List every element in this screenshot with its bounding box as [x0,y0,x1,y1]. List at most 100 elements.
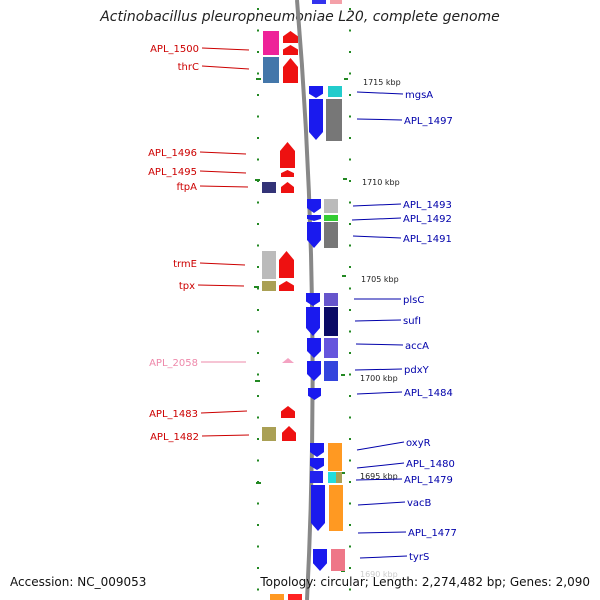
gene-leader-line [356,91,404,95]
gene-arrow [279,281,294,291]
gene-leader-line [352,235,402,239]
ruler-tick [349,373,351,376]
gene-arrow [283,58,298,83]
ruler-tick [257,223,259,225]
gene-arrow [307,199,321,213]
gene-label: APL_1479 [404,475,453,486]
gene-block [324,361,338,381]
gene-arrow [307,338,321,358]
gene-label: APL_1491 [403,234,452,245]
gene-block [263,31,279,55]
ruler-tick [257,51,259,53]
gene-leader-line [201,434,250,437]
ruler-major-tick [255,380,260,382]
gene-label: thrC [178,62,199,73]
gene-block [270,594,284,600]
gene-label: oxyR [406,438,431,449]
ruler-tick [257,94,259,96]
gene-label: APL_1483 [149,409,198,420]
gene-block [328,443,342,471]
gene-block [324,199,338,213]
gene-arrow [279,251,294,278]
gene-label: APL_1500 [150,44,199,55]
gene-leader-line [356,118,403,121]
ruler-tick [257,438,259,440]
ruler-label: 1695 kbp [360,472,398,481]
ruler-tick [349,201,351,204]
gene-leader-line [356,441,405,451]
gene-block [329,485,343,531]
gene-arrow [281,406,295,418]
ruler-tick [349,287,351,290]
ruler-tick [349,8,351,10]
ruler-tick [349,266,351,268]
gene-leader-line [199,170,247,174]
gene-block [288,594,302,600]
gene-label: pdxY [404,365,430,376]
gene-label: APL_1496 [148,148,197,159]
gene-leader-line [201,47,250,51]
ruler-tick [257,545,259,548]
gene-block [324,307,338,336]
gene-label: plsC [403,295,424,306]
ruler-tick [257,287,259,290]
ruler-tick [257,352,259,354]
gene-label: APL_1493 [403,200,452,211]
gene-label: APL_1477 [408,528,457,539]
gene-block [262,182,276,193]
gene-block [262,427,276,441]
ruler-major-tick [256,482,261,484]
gene-block [262,281,276,291]
ruler-tick [257,416,259,419]
gene-block [326,99,342,141]
ruler-tick [257,459,259,462]
gene-leader-line [355,343,404,346]
gene-leader-line [200,410,248,414]
ruler-tick [349,416,351,419]
gene-arrow [307,361,321,381]
gene-arrow [282,426,296,441]
gene-block [310,471,323,483]
ruler-tick [349,158,351,161]
accession-text: Accession: NC_009053 [10,575,147,589]
gene-block [328,86,342,97]
gene-arrow [309,86,323,98]
gene-label: APL_2058 [149,358,198,369]
ruler-tick [257,29,259,32]
ruler-tick [257,115,259,118]
gene-label: APL_1480 [406,459,455,470]
gene-leader-line [354,319,402,322]
ruler-tick [349,352,351,354]
gene-arrow [281,170,294,177]
ruler-tick [349,94,351,96]
ruler-tick [349,567,351,569]
gene-block [324,222,338,248]
gene-label: accA [405,341,429,352]
gene-block [331,549,345,571]
ruler-tick [257,201,259,204]
ruler-tick [349,72,351,75]
genome-summary: Topology: circular; Length: 2,274,482 bp… [260,575,590,589]
ruler-tick [349,588,351,591]
gene-label: trmE [173,259,197,270]
ruler-tick [349,51,351,53]
gene-arrow [310,458,324,470]
gene-block [324,293,338,306]
ruler-tick [349,524,351,526]
ruler-tick [257,567,259,569]
ruler-label: 1700 kbp [360,374,398,383]
ruler-label: 1710 kbp [362,178,400,187]
gene-leader-line [352,203,402,207]
ruler-tick [349,395,351,397]
gene-block [336,472,342,483]
gene-label: sufI [403,316,421,327]
gene-block [330,0,342,4]
gene-label: tpx [179,281,195,292]
gene-block [324,215,338,221]
ruler-tick [349,29,351,32]
ruler-tick [257,330,259,333]
gene-arrow [308,388,321,400]
gene-leader-line [359,555,408,559]
ruler-tick [257,244,259,247]
